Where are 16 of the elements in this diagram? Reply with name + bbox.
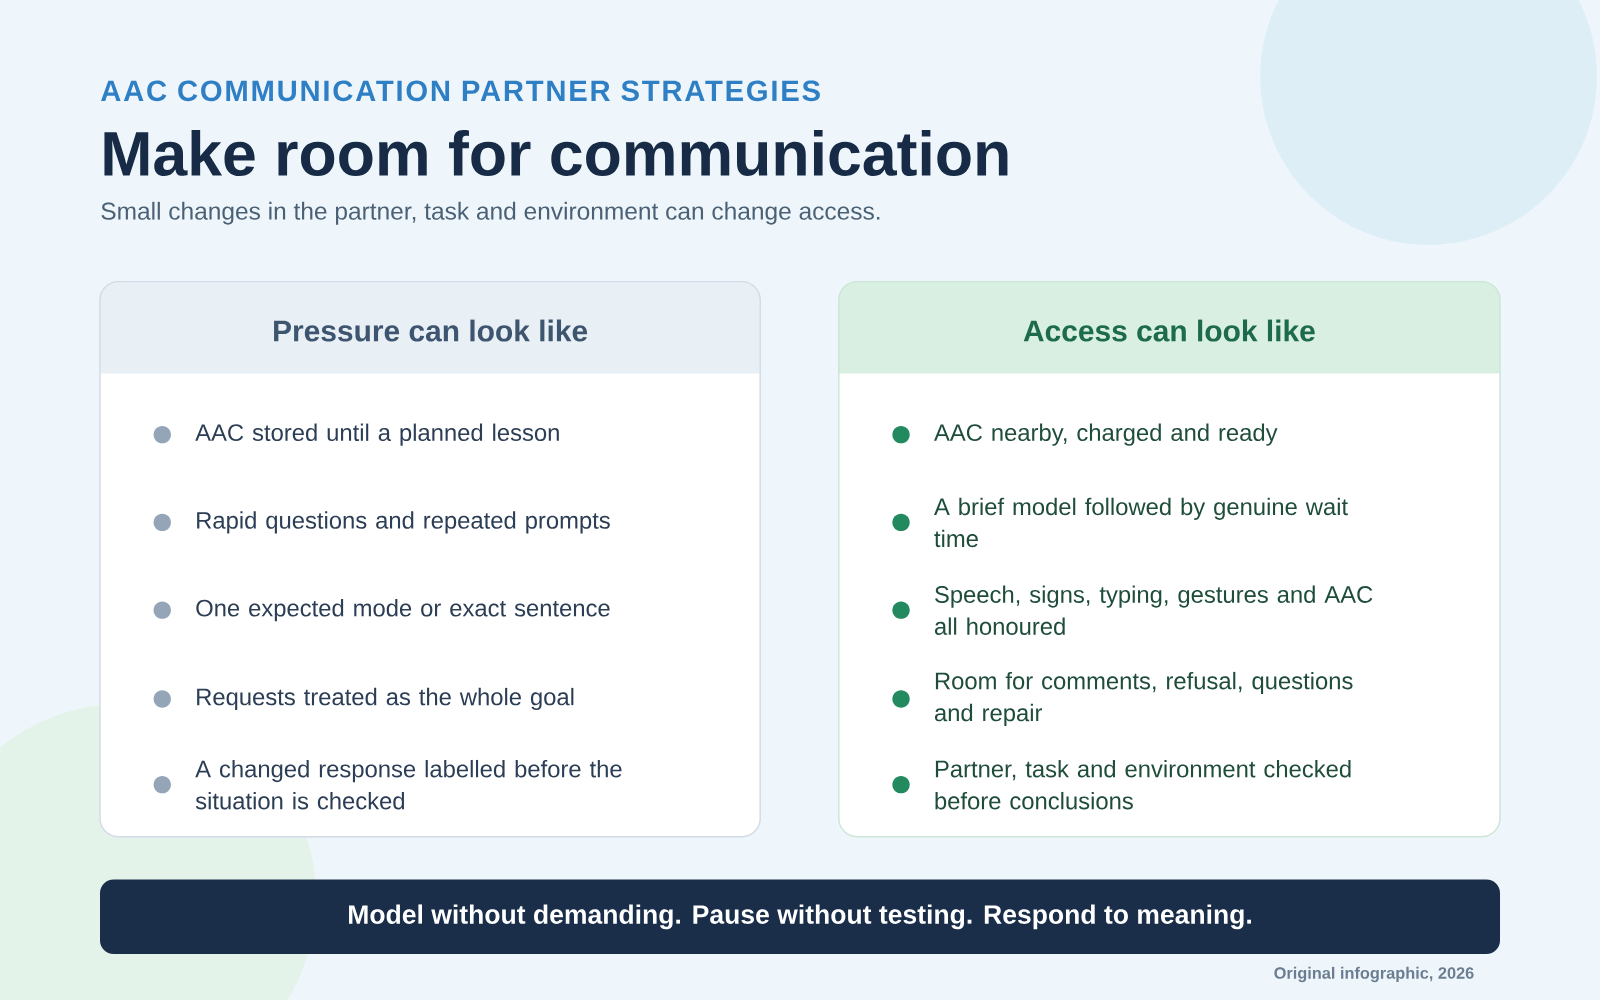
card-heading: Pressure can look like — [274, 319, 588, 342]
list-item: A changed response labelled before the situation is checked — [195, 759, 622, 810]
list-item: AAC stored until a planned lesson — [195, 423, 559, 446]
list-item: Room for comments, refusal, questions and repair — [934, 671, 1353, 727]
banner: Model without demanding. Pause without testing. Respond to meaning. — [100, 879, 1500, 955]
list-item: Rapid questions and repeated prompts — [197, 511, 610, 534]
list-item: AAC nearby, charged and ready — [934, 423, 1278, 446]
list-item: Requests treated as the whole goal — [197, 687, 574, 711]
kicker: AAC COMMUNICATION PARTNER STRATEGIES — [101, 80, 820, 102]
list-item: One expected mode or exact sentence — [196, 599, 610, 622]
list-item: Speech, signs, typing, gestures and AAC all honoured — [934, 585, 1373, 635]
title: Make room for communication — [104, 130, 1008, 177]
subtitle: Small changes in the partner, task and environment can change access. — [101, 201, 880, 225]
list-item: Partner, task and environment checked before conclusions — [935, 759, 1351, 810]
list-item: A brief model followed by genuine wait time — [934, 497, 1348, 548]
card-heading: Access can look like — [1023, 319, 1315, 342]
